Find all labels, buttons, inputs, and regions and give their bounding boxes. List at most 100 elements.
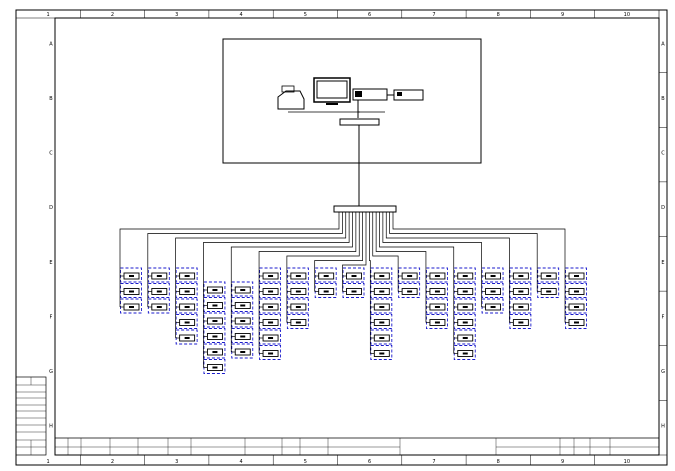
column-label-bottom: 1 [47, 459, 50, 465]
module-label-mark [379, 275, 385, 277]
module-label-mark [323, 275, 329, 277]
module-label-mark [546, 290, 552, 293]
module-group-outline [147, 298, 170, 314]
module-label-mark [129, 275, 134, 277]
module-group-outline [398, 267, 421, 283]
monitor-icon [313, 77, 351, 105]
branch-cable [382, 212, 482, 266]
switch-icon [339, 118, 380, 126]
module-label-mark [407, 275, 413, 277]
column-label-bottom: 5 [304, 459, 307, 465]
module-group-outline [370, 329, 393, 345]
module-group-outline [203, 343, 226, 359]
outer-border [15, 9, 668, 466]
branch-cable [392, 212, 566, 266]
bus-wiring [333, 125, 397, 213]
module-label-mark [574, 275, 579, 277]
host-panel [355, 91, 362, 97]
module-group-outline [565, 314, 587, 329]
module-group-outline [175, 267, 198, 283]
field-module [286, 298, 309, 314]
module-label-mark [156, 306, 162, 308]
module-group-outline [537, 267, 560, 283]
branch-cable [385, 212, 510, 266]
module-label-mark [379, 352, 385, 355]
row-label-right: F [662, 314, 665, 320]
row-label-right: G [661, 369, 665, 375]
printer-body [277, 90, 305, 110]
module-group-outline [509, 298, 532, 314]
field-module [203, 328, 226, 343]
field-module [537, 267, 560, 283]
branch [175, 212, 347, 345]
module-group-outline [147, 267, 170, 283]
branch-cable [147, 212, 343, 266]
field-module [509, 314, 532, 329]
module-label-mark [462, 290, 468, 293]
branch-cable [342, 212, 367, 266]
module-group-outline [314, 267, 337, 283]
field-module [425, 283, 448, 298]
module-group-outline [259, 329, 282, 345]
module-label-mark [129, 290, 134, 293]
row-label-right: C [661, 151, 665, 157]
module-label-mark [462, 275, 468, 277]
field-module [453, 329, 476, 345]
column-label-bottom: 7 [432, 459, 435, 465]
field-module [175, 267, 198, 283]
branch-cable [314, 212, 363, 266]
field-module [231, 343, 254, 359]
module-label-mark [434, 290, 440, 293]
module-group-outline [481, 283, 504, 298]
field-module [425, 314, 448, 329]
column-label-bottom: 8 [497, 459, 500, 465]
module-group-outline [425, 314, 448, 329]
module-label-mark [268, 352, 274, 355]
row-label-left: G [49, 369, 53, 375]
field-module [231, 328, 254, 343]
module-label-mark [518, 306, 524, 308]
row-label-left: D [49, 205, 53, 211]
branch [258, 212, 357, 360]
field-module [120, 267, 142, 283]
column-label-top: 4 [239, 12, 242, 18]
module-label-mark [295, 321, 301, 324]
branch [119, 212, 340, 314]
module-group-outline [453, 283, 476, 298]
module-group-outline [370, 267, 393, 283]
module-label-mark [490, 306, 496, 308]
row-label-left: F [50, 314, 53, 320]
module-label-mark [212, 289, 218, 291]
title-block [15, 376, 659, 456]
field-module [565, 283, 587, 298]
field-module [370, 314, 393, 329]
field-module [120, 298, 142, 314]
field-module [286, 267, 309, 283]
field-module [509, 298, 532, 314]
branch-cable [230, 212, 353, 266]
branch-cable [375, 212, 427, 266]
module-group-outline [509, 314, 532, 329]
module-label-mark [240, 351, 246, 353]
row-label-right: E [661, 260, 664, 266]
field-module [565, 314, 587, 329]
branch-cable [286, 212, 360, 266]
field-module [259, 298, 282, 314]
module-label-mark [212, 335, 218, 338]
column-label-top: 9 [561, 12, 564, 18]
module-group-outline [203, 328, 226, 343]
field-module [453, 345, 476, 360]
field-module [203, 312, 226, 328]
field-branches [119, 212, 587, 374]
module-label-mark [518, 275, 524, 277]
module-group-outline [425, 298, 448, 314]
module-label-mark [268, 337, 274, 339]
module-label-mark [295, 306, 301, 308]
module-label-mark [574, 321, 579, 324]
module-label-mark [574, 306, 579, 308]
row-label-right: H [661, 424, 665, 430]
module-group-outline [286, 283, 309, 298]
field-module [453, 298, 476, 314]
module-group-outline [120, 298, 142, 314]
